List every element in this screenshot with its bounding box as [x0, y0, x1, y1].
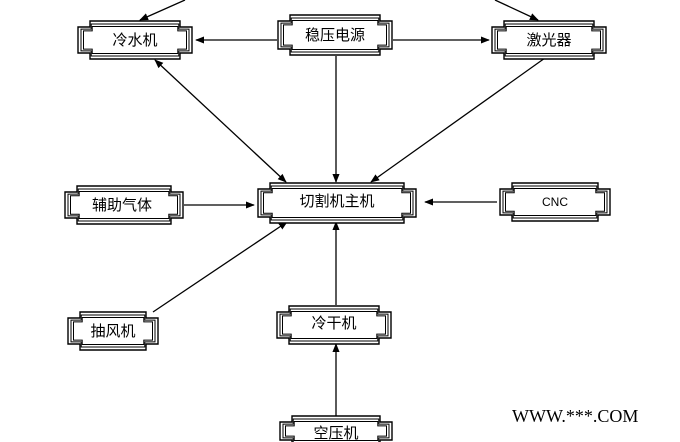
- chiller-box: [77, 20, 193, 60]
- edge-top-left-to-chiller: [139, 0, 186, 21]
- edge-top-right-to-laser: [494, 0, 539, 21]
- edge-exhaust-fan-to-main: [152, 221, 288, 313]
- watermark-text: WWW.***.COM: [512, 406, 639, 426]
- stabilizer-box: [277, 14, 393, 56]
- dryer-label: 冷干机: [311, 314, 356, 332]
- assist-gas-label: 辅助气体: [92, 196, 152, 214]
- exhaust-fan-label: 抽风机: [90, 322, 135, 340]
- compressor-box: [279, 415, 393, 442]
- edge-chiller-main-bidirectional: [154, 59, 287, 183]
- stabilizer-label: 稳压电源: [305, 26, 365, 44]
- chiller-label: 冷水机: [112, 31, 157, 49]
- laser-label: 激光器: [526, 31, 571, 49]
- compressor-label: 空压机: [313, 424, 358, 442]
- exhaust-fan-box: [67, 311, 159, 351]
- assist-gas-box: [64, 185, 184, 225]
- cnc-label: CNC: [542, 195, 568, 209]
- main-label: 切割机主机: [299, 192, 374, 210]
- main-box: [257, 182, 417, 224]
- dryer-box: [276, 305, 392, 345]
- cnc-box: [499, 182, 611, 222]
- laser-box: [491, 20, 607, 60]
- edge-laser-to-main: [370, 57, 546, 183]
